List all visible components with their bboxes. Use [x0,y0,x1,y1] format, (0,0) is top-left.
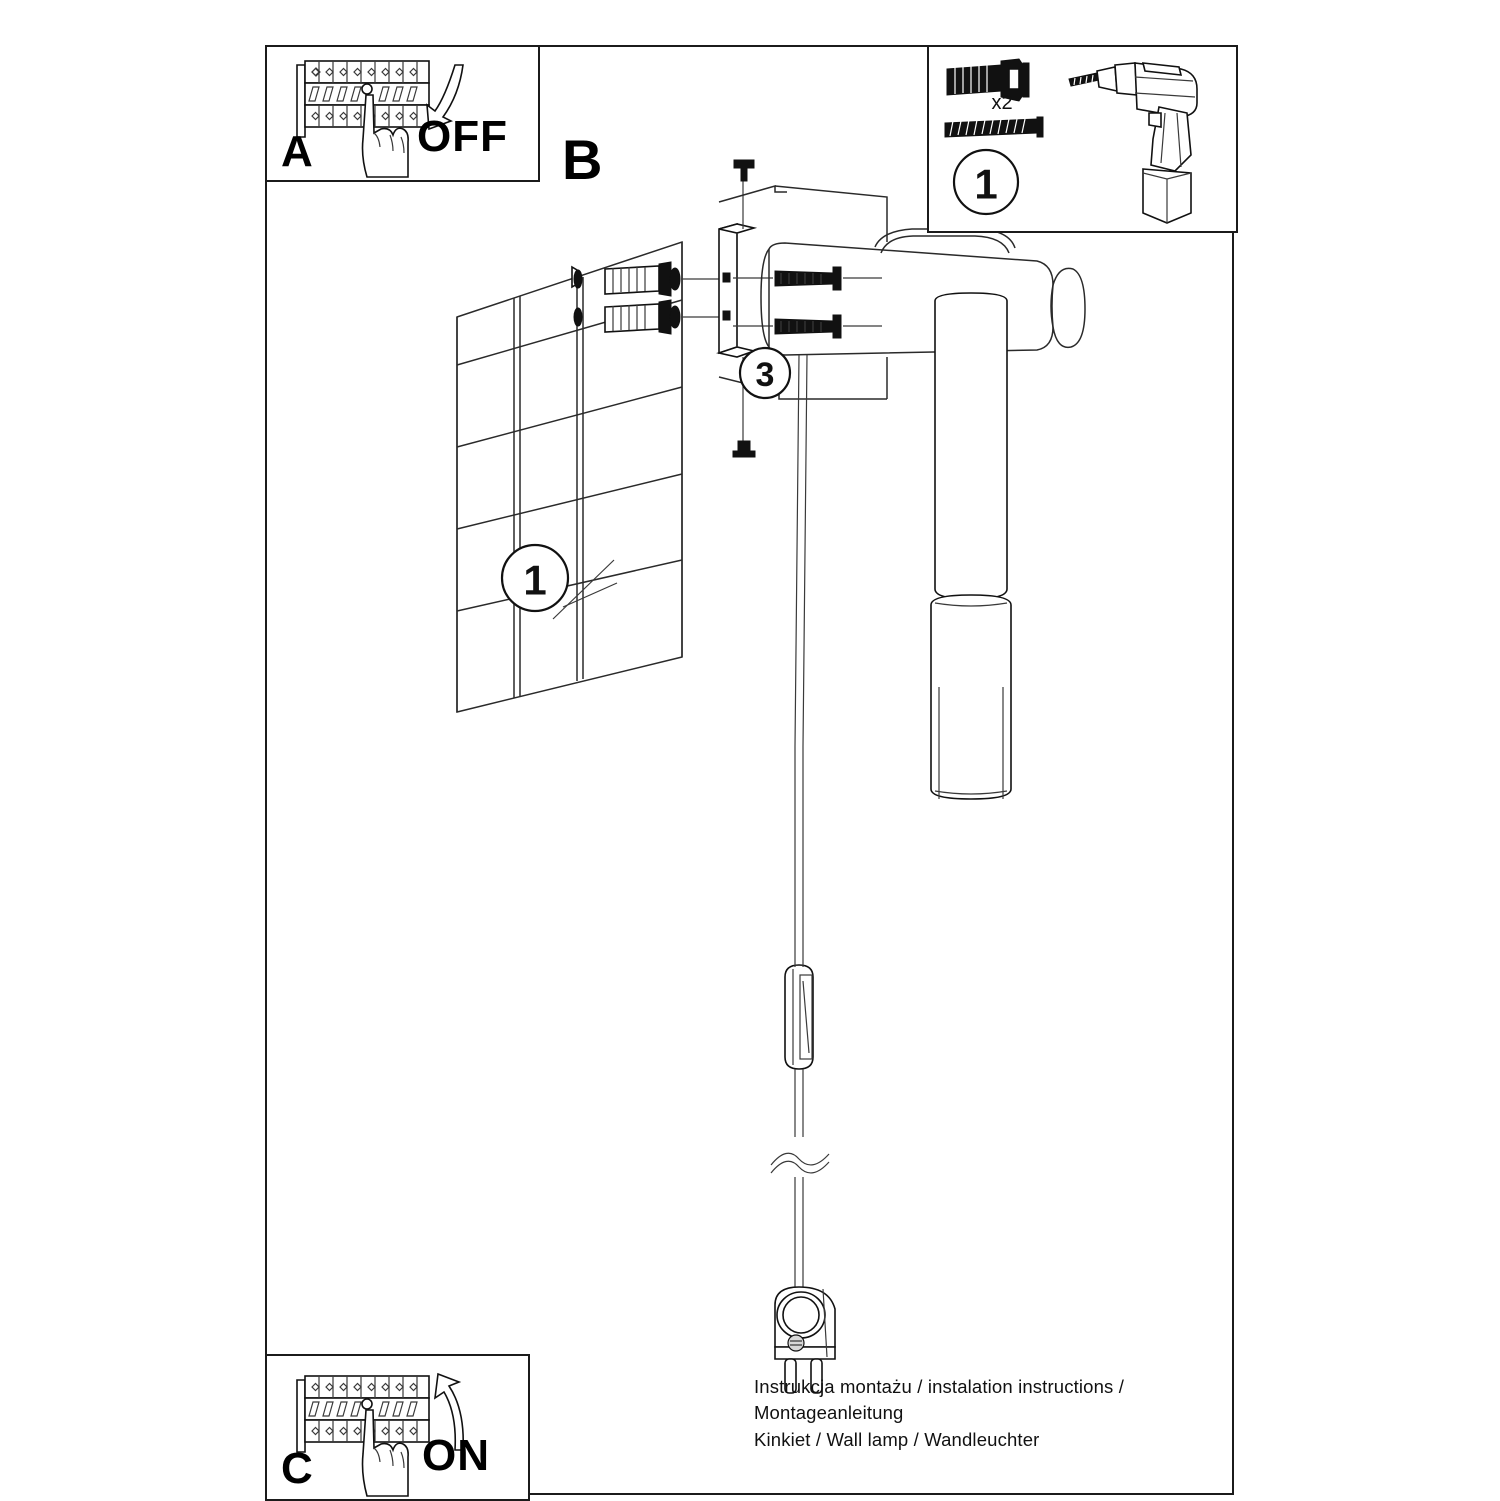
wall-plug-assembly-upper [571,261,719,297]
panel-c-action-label: ON [422,1431,490,1480]
inline-cord-switch-graphic [784,964,814,1070]
wall-plug-icon [946,58,1030,102]
panel-a-artwork [296,60,464,178]
lamp-socket-body [930,594,1012,800]
screw-icon [944,116,1044,138]
footer-caption: Instrukcja montażu / instalation instruc… [754,1374,1224,1453]
kit-step-number-graphic: 1 [952,148,1020,216]
power-drill-icon [1068,62,1198,224]
main-assembly-diagram: 1 3 [456,159,1086,1394]
panel-b-letter: B [562,128,603,191]
callout-1-graphic: 1 [500,543,618,620]
main-cable-graphic [770,354,830,1297]
wall-plug-assembly-lower [573,299,719,335]
curved-arrow-down-icon [426,64,464,131]
curved-arrow-up-icon [433,1372,465,1451]
panel-c-letter: C [281,1444,313,1493]
callout-3-graphic: 3 [738,346,792,400]
callout-1-number: 1 [523,557,546,604]
panel-parts-and-tools: x2 1 [927,45,1238,233]
tiled-wall-graphic [456,240,683,713]
lamp-body-graphic [760,228,1086,356]
pointing-hand-icon [361,94,409,178]
kit-step-number: 1 [974,161,997,208]
pointing-hand-icon [361,1409,409,1497]
panel-c-artwork [296,1372,465,1497]
footer-line-1: Instrukcja montażu / instalation instruc… [754,1376,1125,1424]
instruction-sheet-page: 1 3 [265,45,1238,1501]
panel-a-letter: A [281,127,313,176]
callout-3-number: 3 [756,356,775,394]
kit-quantity-label: x2 [991,92,1012,114]
panel-a-switch-off: A OFF [265,45,540,182]
panel-c-switch-on: C ON [265,1354,530,1501]
power-plug-graphic [774,1286,836,1394]
panel-a-action-label: OFF [417,112,508,161]
lamp-socket-graphic [934,292,1008,604]
mounting-bracket-graphic [716,159,758,458]
panel-kit-artwork: x2 1 [944,58,1198,224]
bracket-screws [733,266,882,339]
circuit-breaker-panel-icon [296,60,430,138]
circuit-breaker-panel-icon [296,1375,430,1453]
footer-line-2: Kinkiet / Wall lamp / Wandleuchter [754,1428,1040,1450]
